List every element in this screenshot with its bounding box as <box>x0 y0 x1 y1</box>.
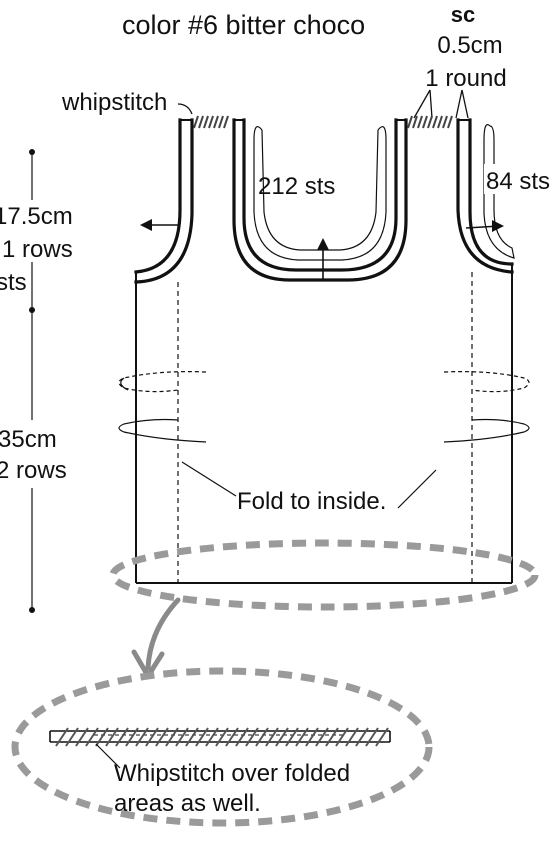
shoulder-whipstitch-marks <box>193 115 453 129</box>
detail-note-line1: Whipstitch over folded <box>114 760 350 787</box>
neck-stitch-count: 212 sts <box>258 173 335 200</box>
armhole-stitch-count: 84 sts <box>486 168 550 195</box>
armhole-guide-line <box>483 124 515 259</box>
sc-leader-lines <box>413 89 469 119</box>
upper-sts-label: sts <box>0 269 27 296</box>
fold-dashed-lines <box>177 272 473 583</box>
detail-whipstitch-marks <box>55 727 389 747</box>
arrow-right-icon <box>465 220 504 232</box>
body-outline <box>135 264 513 584</box>
measure-dot-middle <box>29 307 35 313</box>
detail-note-leader <box>95 743 121 769</box>
tank-outline <box>134 118 514 284</box>
fold-note-leaders <box>181 461 437 509</box>
detail-note-line2: areas as well. <box>114 790 261 817</box>
diagram-title: color #6 bitter choco <box>122 10 365 40</box>
detail-highlight-ellipse <box>11 667 433 827</box>
measure-dot-top <box>29 149 35 155</box>
hem-highlight-ellipse <box>109 539 539 611</box>
arrow-left-icon <box>140 219 180 231</box>
curved-arrow-down-icon <box>131 597 181 679</box>
armhole-label-bg <box>484 164 554 194</box>
upper-rows-label: 1 rows <box>2 236 73 263</box>
lower-height-label: 35cm <box>0 426 57 453</box>
fold-note: Fold to inside. <box>237 488 386 515</box>
sc-label: sc <box>451 2 475 27</box>
sc-rounds-label: 1 round <box>425 65 506 92</box>
upper-height-label: 17.5cm <box>0 203 73 230</box>
sc-width-label: 0.5cm <box>437 32 502 59</box>
measure-dot-bottom <box>29 607 35 613</box>
lower-rows-label: 2 rows <box>0 457 67 484</box>
whipstitch-leader <box>177 103 193 115</box>
neckline-guide-line <box>253 126 387 261</box>
whipstitch-label: whipstitch <box>61 89 167 116</box>
arrow-up-icon <box>317 238 329 280</box>
twist-arrow-icon <box>118 371 530 443</box>
